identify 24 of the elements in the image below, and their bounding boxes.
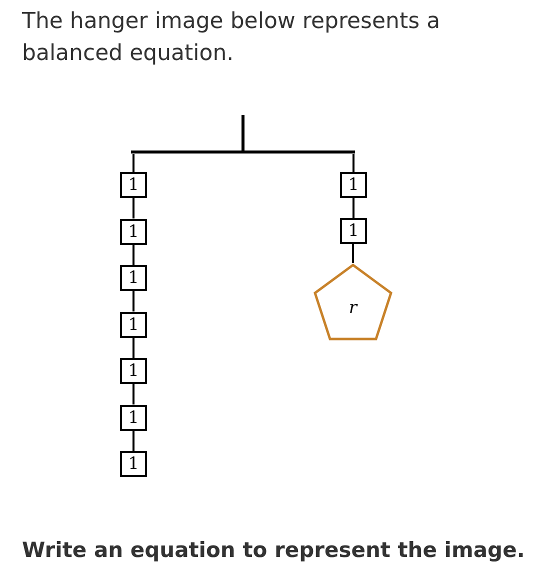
hanging-string	[132, 384, 134, 404]
weight-box: 1	[120, 172, 147, 198]
weight-box: 1	[120, 404, 147, 430]
hanging-string	[132, 198, 134, 218]
hanging-string	[132, 338, 134, 358]
hanging-string	[352, 244, 354, 263]
instruction-text: Write an equation to represent the image.	[22, 538, 525, 562]
hanging-string	[132, 430, 134, 451]
weight-box: 1	[120, 265, 147, 291]
weight-box: 1	[340, 172, 367, 198]
variable-label: r	[348, 298, 358, 318]
weight-box: 1	[120, 218, 147, 244]
hanger-drawing	[131, 115, 355, 154]
weight-box: 1	[120, 358, 147, 384]
hanging-string	[132, 154, 134, 172]
hanging-string	[352, 198, 354, 218]
weight-box: 1	[120, 312, 147, 338]
hanging-string	[132, 244, 134, 265]
weight-box: 1	[340, 218, 367, 244]
weight-box: 1	[120, 451, 147, 477]
hanging-string	[132, 291, 134, 312]
hanging-string	[352, 154, 354, 172]
question-text: The hanger image below represents a balanced equation.	[22, 8, 442, 68]
variable-pentagon	[313, 263, 393, 341]
